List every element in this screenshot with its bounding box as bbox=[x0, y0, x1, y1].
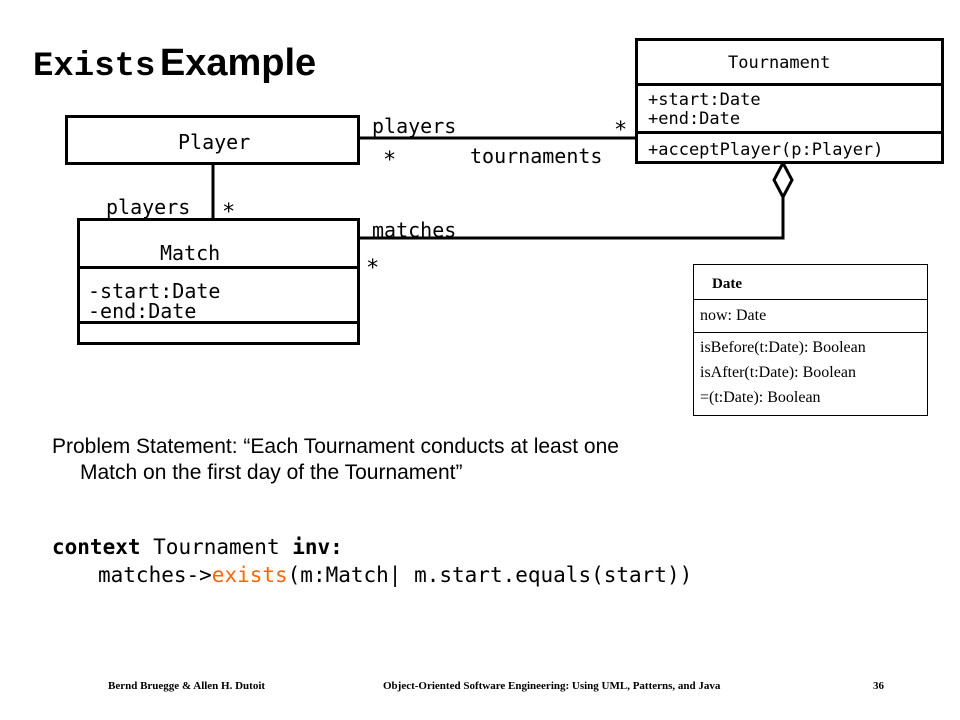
aggregation-diamond-icon bbox=[772, 159, 794, 201]
code-line-2: matches->exists(m:Match| m.start.equals(… bbox=[52, 561, 692, 589]
mult-matches: * bbox=[366, 256, 380, 281]
tournament-match-aggregation bbox=[357, 197, 785, 240]
footer-book-title: Object-Oriented Software Engineering: Us… bbox=[383, 680, 721, 692]
role-tournaments: tournaments bbox=[470, 144, 603, 168]
code-matches: matches-> bbox=[98, 563, 212, 587]
tournament-op-accept-player: +acceptPlayer(p:Player) bbox=[648, 140, 884, 160]
match-class: Match -start:Date -end:Date bbox=[77, 218, 360, 345]
role-players-top: players bbox=[372, 114, 457, 138]
ocl-constraint: context Tournament inv: matches->exists(… bbox=[52, 533, 692, 589]
match-attr-start: -start:Date bbox=[88, 279, 221, 303]
keyword-inv: inv bbox=[292, 535, 331, 559]
problem-line-2: Match on the first day of the Tournament… bbox=[80, 461, 463, 484]
role-matches: matches bbox=[372, 218, 457, 242]
tournament-class: Tournament +start:Date +end:Date +accept… bbox=[635, 38, 944, 164]
context-name: Tournament bbox=[140, 535, 293, 559]
inv-colon: : bbox=[330, 535, 343, 559]
role-players-left: players bbox=[106, 195, 191, 219]
title-part-exists: Exists bbox=[33, 48, 156, 86]
footer-authors: Bernd Bruegge & Allen H. Dutoit bbox=[108, 680, 266, 692]
match-class-name: Match bbox=[160, 241, 221, 265]
code-args: (m:Match| m.start.equals(start)) bbox=[287, 563, 693, 587]
slide-title: Exists Example bbox=[33, 42, 316, 86]
player-class-name: Player bbox=[178, 130, 251, 154]
date-class-name: Date bbox=[712, 276, 742, 292]
keyword-context: context bbox=[52, 535, 141, 559]
date-op-isafter: isAfter(t:Date): Boolean bbox=[700, 364, 856, 381]
date-op-isbefore: isBefore(t:Date): Boolean bbox=[700, 339, 866, 356]
footer-page-number: 36 bbox=[873, 680, 884, 692]
date-class: Date now: Date isBefore(t:Date): Boolean… bbox=[693, 264, 928, 416]
tournament-attr-end: +end:Date bbox=[648, 109, 741, 129]
date-attr-now: now: Date bbox=[700, 307, 767, 324]
mult-players-left: * bbox=[222, 200, 236, 225]
problem-line-1: Problem Statement: “Each Tournament cond… bbox=[52, 435, 619, 458]
tournament-attr-start: +start:Date bbox=[648, 90, 761, 110]
title-part-example: Example bbox=[159, 42, 317, 84]
mult-tournament-end: * bbox=[614, 118, 628, 143]
date-op-equals: =(t:Date): Boolean bbox=[700, 389, 821, 406]
code-line-1: context Tournament inv: bbox=[52, 533, 692, 561]
player-class: Player bbox=[65, 115, 360, 165]
problem-statement: Problem Statement: “Each Tournament cond… bbox=[52, 434, 932, 486]
mult-player-end: * bbox=[383, 148, 397, 173]
code-exists: exists bbox=[211, 563, 288, 587]
tournament-class-name: Tournament bbox=[728, 53, 831, 73]
match-attr-end: -end:Date bbox=[88, 299, 197, 323]
